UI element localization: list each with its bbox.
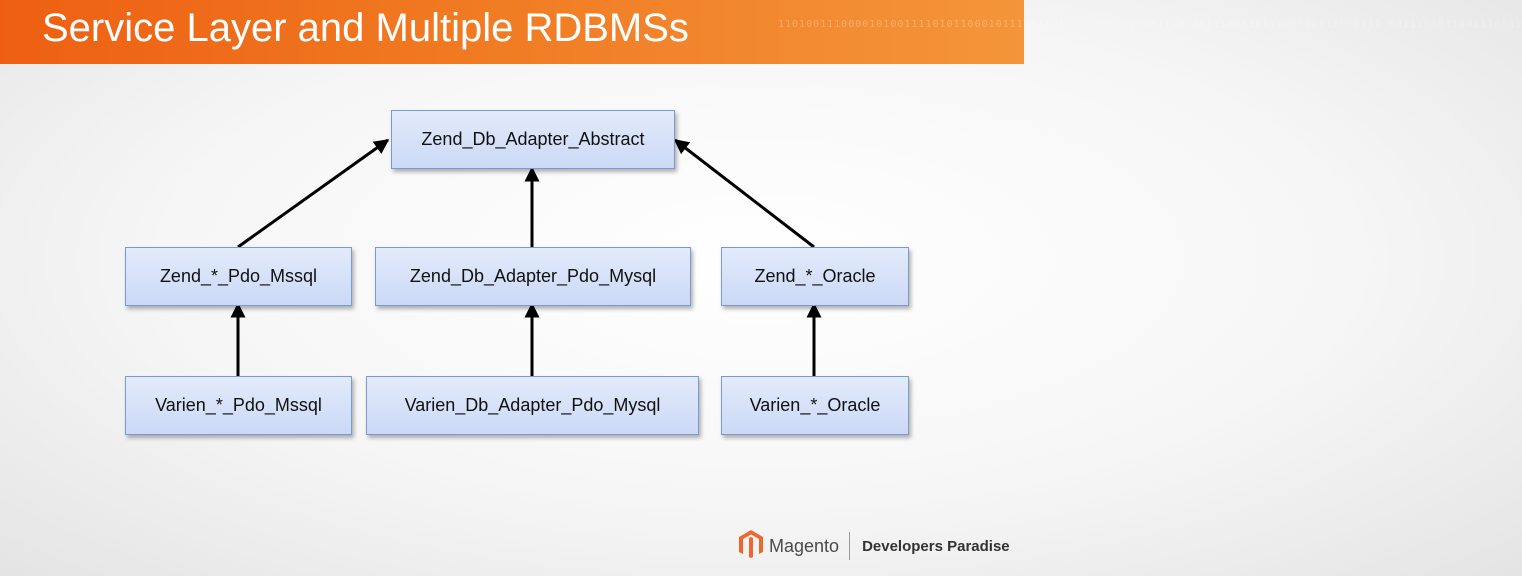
slide-title: Service Layer and Multiple RDBMSs — [42, 6, 689, 50]
footer-branding: Magento Developers Paradise — [738, 529, 1010, 564]
arrow-zend-oracle-to-abstract — [673, 138, 815, 249]
tagline: Developers Paradise — [862, 537, 1010, 555]
box-varien-pdo-mssql: Varien_*_Pdo_Mssql — [125, 376, 352, 435]
box-zend-oracle: Zend_*_Oracle — [721, 247, 909, 306]
title-bar: 1101001110000101001111010110001011100100… — [0, 0, 1522, 64]
inheritance-arrows — [230, 138, 822, 376]
brand-name: Magento — [769, 535, 840, 556]
binary-pattern: 1101001110000101001111010110001011100100… — [778, 19, 1522, 30]
footer-divider — [849, 532, 851, 560]
box-varien-oracle: Varien_*_Oracle — [721, 376, 909, 435]
box-zend-pdo-mssql: Zend_*_Pdo_Mssql — [125, 247, 352, 306]
box-zend-db-adapter-pdo-mysql: Zend_Db_Adapter_Pdo_Mysql — [375, 247, 691, 306]
box-zend-db-adapter-abstract: Zend_Db_Adapter_Abstract — [391, 110, 675, 169]
arrow-zend-mssql-to-abstract — [237, 138, 390, 249]
box-varien-db-adapter-pdo-mysql: Varien_Db_Adapter_Pdo_Mysql — [366, 376, 699, 435]
magento-logo-icon — [738, 529, 764, 564]
